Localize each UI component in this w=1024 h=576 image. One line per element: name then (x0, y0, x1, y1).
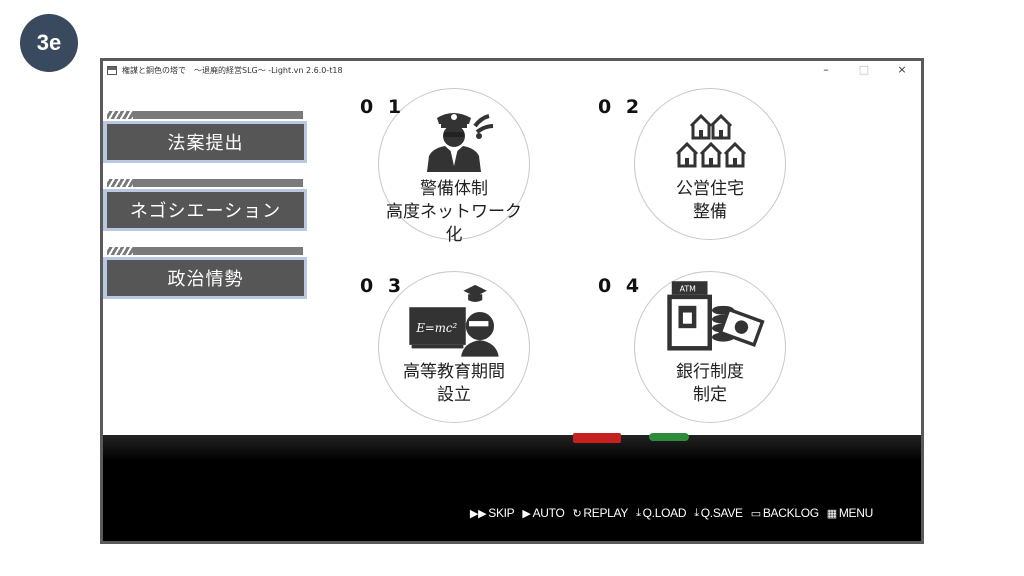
option-number: 0 2 (598, 96, 644, 118)
option-public-housing[interactable]: 0 2 公営住宅 整備 (598, 88, 788, 242)
option-label: 高等教育期間 設立 (378, 361, 530, 407)
atm-sign: ATM (680, 284, 696, 293)
qsave-label: Q.SAVE (700, 506, 743, 520)
option-label-line2: 制定 (693, 385, 727, 405)
menu-stripe (107, 247, 303, 255)
qload-label: Q.LOAD (642, 506, 687, 520)
background-scene (103, 433, 921, 541)
replay-label: REPLAY (583, 506, 629, 520)
title-bar: 権謀と銅色の塔で 〜退廃的経営SLG〜 -Light.vn 2.6.0-t18 … (103, 61, 921, 79)
scene-element-green (649, 433, 689, 441)
menu-stripe (107, 179, 303, 187)
houses-icon (675, 113, 747, 168)
fast-forward-icon: ▶▶ (469, 507, 487, 520)
bank-atm-icon: ATM (667, 281, 765, 351)
option-banking-system[interactable]: 0 4 ATM 銀行制度 制定 (598, 271, 788, 425)
app-icon (107, 65, 117, 75)
maximize-button[interactable]: □ (858, 63, 870, 76)
police-network-icon (427, 113, 494, 172)
option-number: 0 4 (598, 275, 644, 297)
option-label-line1: 警備体制 (420, 179, 488, 199)
quick-save-button[interactable]: ⤓Q.SAVE (694, 506, 743, 520)
skip-label: SKIP (488, 506, 515, 520)
board-formula: E=mc² (415, 321, 457, 335)
window-title: 権謀と銅色の塔で 〜退廃的経営SLG〜 -Light.vn 2.6.0-t18 (122, 65, 343, 75)
save-icon: ⤓ (694, 506, 699, 519)
backlog-label: BACKLOG (762, 506, 819, 520)
menu-negotiation[interactable]: ネゴシエーション (103, 179, 307, 231)
auto-button[interactable]: ▶AUTO (522, 506, 564, 520)
option-higher-education[interactable]: 0 3 E=mc² 高等教育期間 設立 (360, 271, 532, 425)
political-situation-button[interactable]: 政治情勢 (103, 257, 307, 299)
game-window: 権謀と銅色の塔で 〜退廃的経営SLG〜 -Light.vn 2.6.0-t18 … (100, 58, 924, 544)
window-controls: – □ × (807, 61, 921, 79)
menu-label: MENU (838, 506, 873, 520)
option-label-line1: 公営住宅 (676, 179, 744, 199)
option-label-line2: 設立 (437, 385, 471, 405)
skip-button[interactable]: ▶▶SKIP (469, 506, 515, 520)
book-icon: ▭ (750, 507, 761, 520)
option-security-network[interactable]: 0 1 警備体制 高度ネットワーク化 (360, 88, 532, 245)
option-label: 銀行制度 制定 (634, 361, 786, 407)
backlog-button[interactable]: ▭BACKLOG (751, 506, 819, 520)
option-label: 警備体制 高度ネットワーク化 (378, 178, 530, 247)
slide-badge: 3e (20, 14, 78, 72)
option-label-line2: 高度ネットワーク化 (386, 202, 522, 245)
minimize-button[interactable]: – (823, 63, 829, 76)
option-label-line1: 高等教育期間 (403, 362, 505, 382)
download-icon: ⤓ (636, 506, 641, 519)
bill-submit-button[interactable]: 法案提出 (103, 121, 307, 163)
replay-icon: ↻ (572, 507, 582, 520)
education-icon: E=mc² (409, 284, 499, 357)
close-button[interactable]: × (897, 63, 907, 76)
negotiation-button[interactable]: ネゴシエーション (103, 189, 307, 231)
option-number: 0 1 (360, 96, 406, 118)
scene-element-red (573, 433, 621, 443)
option-label-line1: 銀行制度 (676, 362, 744, 382)
menu-stripe (107, 111, 303, 119)
replay-button[interactable]: ↻REPLAY (572, 506, 628, 520)
menu-bill-submit[interactable]: 法案提出 (103, 111, 307, 163)
quick-load-button[interactable]: ⤓Q.LOAD (636, 506, 686, 520)
option-number: 0 3 (360, 275, 406, 297)
auto-label: AUTO (532, 506, 565, 520)
grid-icon: ▦ (826, 507, 837, 520)
menu-button[interactable]: ▦MENU (826, 506, 874, 520)
menu-political-situation[interactable]: 政治情勢 (103, 247, 307, 299)
play-icon: ▶ (522, 507, 531, 520)
game-toolbar: ▶▶SKIP ▶AUTO ↻REPLAY ⤓Q.LOAD ⤓Q.SAVE ▭BA… (470, 506, 873, 520)
option-label-line2: 整備 (693, 202, 727, 222)
option-label: 公営住宅 整備 (634, 178, 786, 224)
